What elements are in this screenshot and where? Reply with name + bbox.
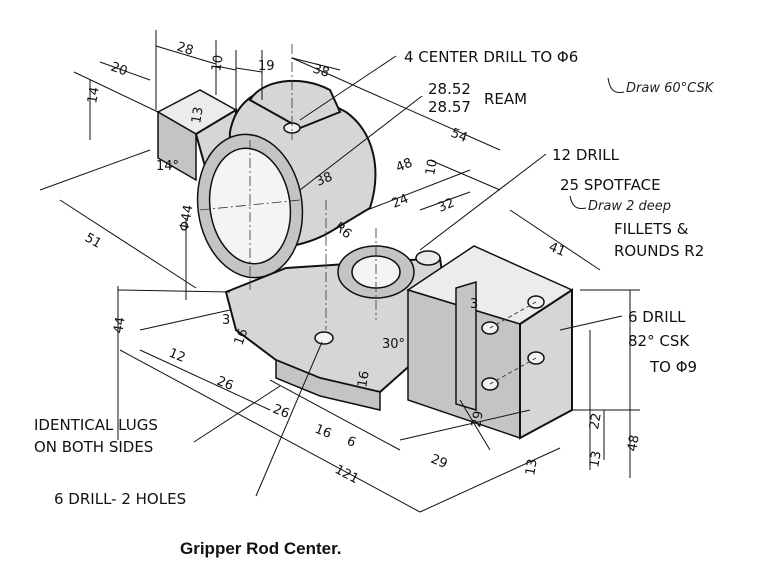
note-6-drill-2-holes: 6 DRILL- 2 HOLES [54, 490, 186, 508]
dim-16-b: 16 [313, 422, 334, 442]
dim-48-right: 48 [625, 434, 643, 453]
note-ream-lower: 28.57 [428, 98, 471, 116]
dim-22: 22 [587, 412, 605, 431]
figure-caption: Gripper Rod Center. [180, 539, 342, 558]
note-12-drill: 12 DRILL [552, 146, 620, 164]
dim-44-vert: 44 [111, 316, 129, 335]
note-rounds: ROUNDS R2 [614, 242, 704, 260]
dim-16-mid: 16 [355, 370, 373, 389]
note-ream-word: REAM [484, 90, 527, 108]
dim-14-deg: 14° [156, 159, 179, 174]
dim-24: 24 [390, 192, 411, 212]
note-center-drill: 4 CENTER DRILL TO Φ6 [404, 48, 578, 66]
dim-10-small: 10 [423, 158, 441, 177]
dim-38-diag: 38 [314, 170, 335, 190]
note-to-9: TO Φ9 [649, 358, 697, 376]
note-ream-upper: 28.52 [428, 80, 471, 98]
dim-121: 121 [332, 462, 361, 487]
dim-12: 12 [167, 346, 188, 366]
dim-13-bottom: 13 [523, 458, 541, 477]
note-fillets: FILLETS & [614, 220, 689, 238]
dim-3-left: 3 [222, 313, 230, 328]
dim-29-b: 29 [469, 410, 487, 429]
note-on-both-sides: ON BOTH SIDES [34, 438, 153, 456]
dim-13-right: 13 [587, 450, 605, 469]
notes: 4 CENTER DRILL TO Φ6 Draw 60°CSK 28.52 2… [34, 48, 715, 508]
dimension-lines [39, 30, 640, 513]
dim-10: 10 [209, 54, 227, 73]
dim-32: 32 [436, 196, 457, 216]
dim-54: 54 [449, 126, 470, 146]
dim-29-a: 29 [429, 452, 450, 472]
leader-lines [193, 55, 625, 497]
dim-19: 19 [258, 59, 275, 74]
dim-6: 6 [345, 434, 358, 451]
dim-51: 51 [82, 230, 104, 251]
dim-20: 20 [109, 60, 130, 80]
note-identical-lugs: IDENTICAL LUGS [34, 416, 158, 434]
dim-41: 41 [547, 240, 568, 260]
dim-13-boss: 13 [189, 106, 207, 125]
dim-26-a: 26 [215, 374, 236, 394]
dim-16-left: 16 [232, 327, 252, 348]
note-82-csk: 82° CSK [628, 332, 690, 350]
note-6-drill: 6 DRILL [628, 308, 686, 326]
dim-3-right: 3 [470, 297, 478, 312]
dim-14-left: 14 [85, 86, 103, 105]
dim-48-diag: 48 [394, 156, 415, 176]
dim-28: 28 [175, 40, 195, 59]
dim-38-top: 38 [311, 62, 331, 81]
note-spotface: 25 SPOTFACE [560, 176, 661, 194]
note-draw-60-csk: Draw 60°CSK [626, 81, 715, 96]
note-draw-2-deep: Draw 2 deep [588, 199, 671, 214]
dim-44-dia: Φ44 [177, 204, 196, 233]
dim-30-deg: 30° [382, 337, 405, 352]
center-lines [199, 44, 377, 330]
dim-26-b: 26 [271, 402, 292, 422]
dimension-values: 28 10 19 38 20 14 13 14° Φ44 51 38 48 54… [82, 40, 643, 488]
